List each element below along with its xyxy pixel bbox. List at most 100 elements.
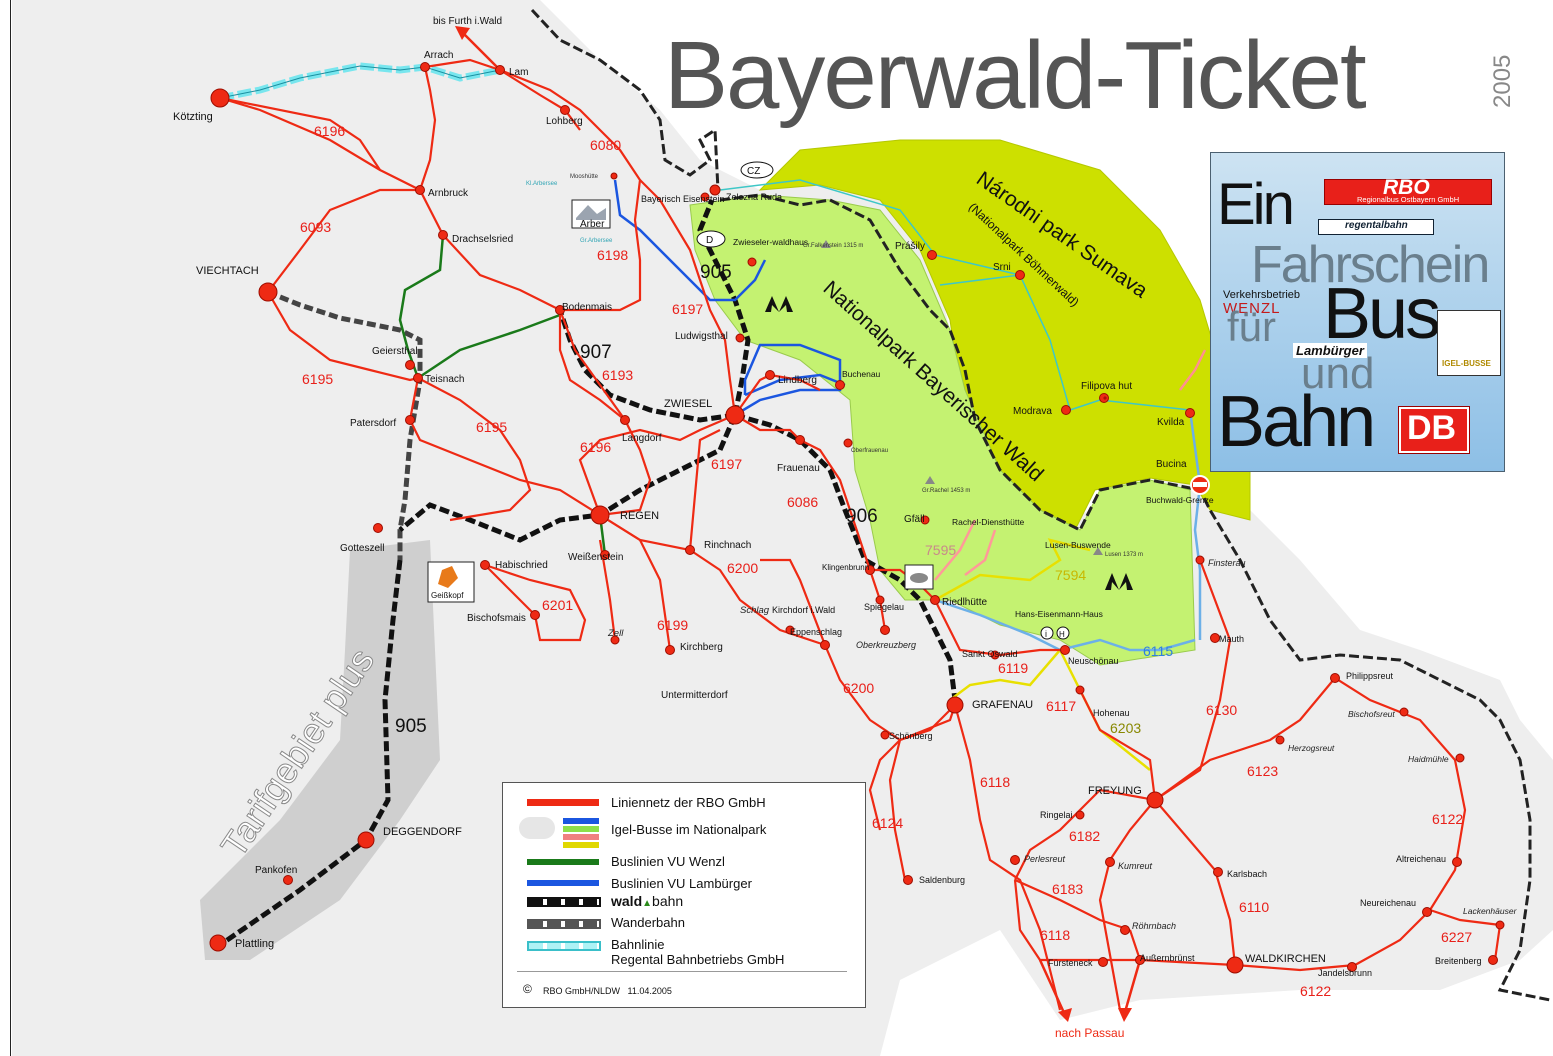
- label-schoenberg: Schönberg: [889, 731, 933, 741]
- label-nach-passau: nach Passau: [1055, 1026, 1124, 1040]
- legend-rbo-swatch: [527, 799, 599, 806]
- route-6195-b: 6195: [476, 419, 507, 435]
- label-zelezna-ruda: Zelezna Ruda: [726, 192, 782, 202]
- station-bischofsmais: [530, 610, 540, 620]
- legend-igel-icon: [519, 817, 555, 839]
- db-logo-text: DB: [1407, 409, 1457, 447]
- label-lam: Lam: [509, 67, 528, 78]
- label-kirchdorf: Kirchdorf i.Wald: [772, 605, 835, 615]
- label-gr-rachel: Gr.Rachel 1453 m: [922, 488, 970, 494]
- station-ringelai: [1075, 810, 1085, 820]
- waldbahn-grafenau: [734, 412, 958, 701]
- legend-rbo-label: Liniennetz der RBO GmbH: [611, 795, 766, 810]
- station-zelezna-ruda: [700, 192, 710, 202]
- label-neuschoenau: Neuschönau: [1068, 656, 1119, 666]
- station-kirchberg: [665, 645, 675, 655]
- label-koetzting: Kötzting: [173, 111, 213, 123]
- region-outside-south: [880, 930, 1553, 1056]
- route-6198: 6198: [597, 247, 628, 263]
- label-srni: Srni: [993, 262, 1011, 273]
- label-haidmuehle: Haidmühle: [1408, 754, 1449, 764]
- legend-regental-swatch: [527, 941, 601, 951]
- label-lackenhaeuser: Lackenhäuser: [1463, 906, 1518, 916]
- station-fuersteneck: [1098, 957, 1108, 967]
- geisskopf-label: Geißkopf: [431, 591, 464, 600]
- label-langdorf: Langdorf: [622, 433, 662, 444]
- label-freyung: FREYUNG: [1088, 785, 1142, 797]
- stop-icon: [1056, 626, 1070, 640]
- label-plattling: Plattling: [235, 938, 274, 950]
- lamburger-logo: Lambürger: [1293, 343, 1367, 358]
- legend-lamburger-swatch: [527, 880, 599, 886]
- station-prasily: [927, 250, 937, 260]
- label-grafenau: GRAFENAU: [972, 699, 1033, 711]
- station-zwieselerwaldhaus: [747, 257, 757, 267]
- station-haidmuehle: [1455, 753, 1465, 763]
- station-jandelsbrunn: [1347, 962, 1357, 972]
- label-prasily: Prášily: [895, 241, 925, 252]
- label-lindberg: Lindberg: [778, 375, 817, 386]
- label-lusen-buswende: Lusen-Buswende: [1045, 540, 1111, 550]
- legend-igel-swatch-pink: [563, 834, 599, 840]
- station-herzogsreut: [1275, 735, 1285, 745]
- stop-icon-glyph: H: [1059, 630, 1065, 639]
- label-frauenau: Frauenau: [777, 463, 820, 474]
- label-habischried: Habischried: [495, 560, 548, 571]
- label-gr-arbersee: Gr.Arbersee: [580, 238, 613, 244]
- rbo-network: [219, 58, 1502, 1011]
- station-koetzting: [210, 88, 230, 108]
- station-freyung: [1146, 791, 1164, 809]
- station-breitenberg: [1488, 955, 1498, 965]
- cz-marker: [740, 161, 774, 179]
- advert-und: und: [1301, 349, 1375, 398]
- route-6200-b: 6200: [843, 680, 874, 696]
- label-bischofsreut: Bischofsreut: [1348, 709, 1395, 719]
- region-outside-southwest: [0, 0, 12, 1056]
- label-aussernbruenst: Außernbrünst: [1140, 953, 1195, 963]
- label-mauth: Mauth: [1219, 634, 1244, 644]
- arber-label: Arber: [580, 219, 605, 230]
- regental-railway-edge: [219, 65, 501, 99]
- station-langdorf: [620, 415, 630, 425]
- label-gotteszell: Gotteszell: [340, 543, 384, 554]
- label-regen: REGEN: [620, 510, 659, 522]
- label-mooshuette: Mooshütte: [570, 174, 599, 180]
- tarifgebiet-area: [200, 540, 440, 960]
- station-eppenschlag: [820, 640, 830, 650]
- label-spiegelau: Spiegelau: [864, 602, 904, 612]
- label-viechtach: VIECHTACH: [196, 265, 259, 277]
- station-arnbruck: [415, 185, 425, 195]
- route-906: 906: [846, 506, 878, 527]
- station-gotteszell: [373, 523, 383, 533]
- route-6115: 6115: [1143, 643, 1173, 659]
- station-saldenburg: [903, 875, 913, 885]
- mountain-rachel-icon: [925, 476, 935, 484]
- arrow-passau-2: [1123, 959, 1142, 1013]
- legend-regental-label-2: Regental Bahnbetriebs GmbH: [611, 952, 785, 967]
- igel-busse-logo: IGEL-BUSSE: [1437, 310, 1501, 376]
- waldbahn-bodenmais: [557, 309, 736, 423]
- rbo-logo: RBO Regionalbus Ostbayern GmbH: [1324, 176, 1492, 205]
- label-jandelsbrunn: Jandelsbrunn: [1318, 968, 1372, 978]
- d-marker: [696, 230, 726, 248]
- station-perlesreut: [1010, 855, 1020, 865]
- station-spiegelau: [875, 595, 885, 605]
- legend-waldbahn-triangle-icon: ▲: [642, 898, 653, 909]
- route-6123: 6123: [1247, 763, 1278, 779]
- arrow-furth-head: [455, 26, 470, 40]
- station-lam: [495, 65, 505, 75]
- route-6093: 6093: [300, 219, 331, 235]
- station-lohberg: [560, 105, 570, 115]
- label-geiersthal: Geiersthal: [372, 346, 418, 357]
- station-lindberg: [765, 370, 775, 380]
- route-6110: 6110: [1239, 899, 1269, 915]
- arrow-passau-1-head: [1058, 1008, 1072, 1022]
- station-neuschoenau: [1060, 645, 1070, 655]
- station-mauth: [1210, 633, 1220, 643]
- legend-waldbahn-label: wald▲bahn: [611, 893, 683, 909]
- route-6118-b: 6118: [1040, 927, 1070, 943]
- route-6124: 6124: [872, 815, 903, 831]
- label-filipova-hut: Filipova hut: [1081, 381, 1132, 392]
- route-6080: 6080: [590, 137, 621, 153]
